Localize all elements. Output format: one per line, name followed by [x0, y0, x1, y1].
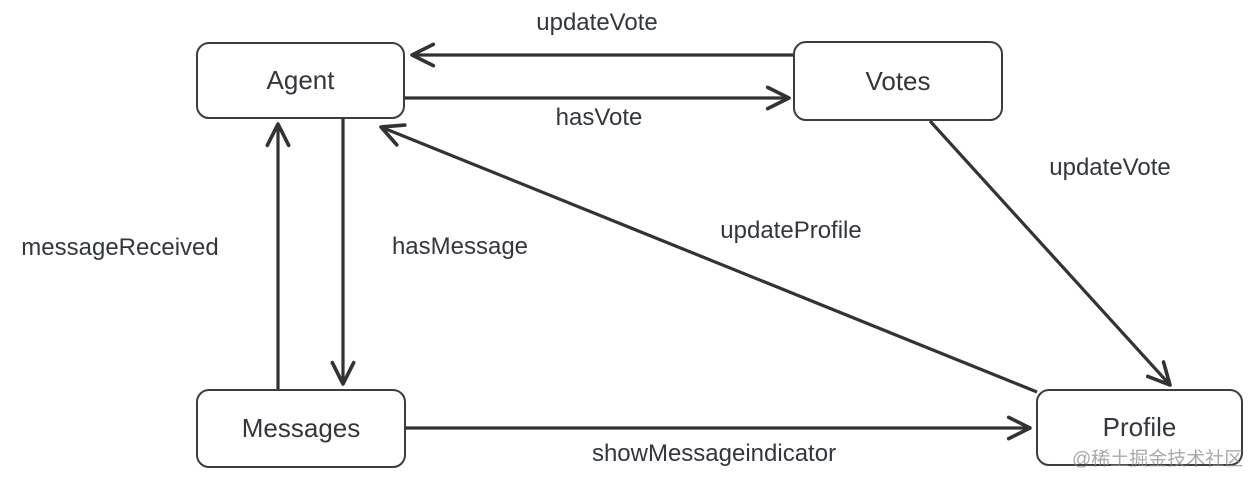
edge-label-updatevote-top: updateVote: [536, 9, 658, 36]
edge-label-hasmessage: hasMessage: [391, 233, 529, 260]
juejin-watermark: @稀土掘金技术社区: [1072, 449, 1244, 470]
node-agent-label: Agent: [266, 65, 335, 95]
edge-updateprofile-profile-to-agent: [379, 123, 1038, 394]
node-profile-label: Profile: [1102, 412, 1177, 442]
node-profile: Profile: [1036, 389, 1243, 466]
node-messages: Messages: [196, 389, 406, 468]
node-agent: Agent: [196, 42, 405, 119]
edge-label-hasvote: hasVote: [555, 104, 643, 131]
edge-updatevote-votes-to-profile: [928, 119, 1172, 387]
edge-label-messagereceived: messageReceived: [21, 234, 219, 261]
node-votes-label: Votes: [865, 65, 931, 96]
node-votes: Votes: [793, 41, 1003, 121]
edge-label-updateprofile: updateProfile: [720, 217, 862, 244]
edge-label-updatevote-right: updateVote: [1049, 154, 1171, 181]
edge-label-showmessageindicator: showMessageindicator: [591, 440, 837, 467]
node-messages-label: Messages: [241, 413, 361, 443]
